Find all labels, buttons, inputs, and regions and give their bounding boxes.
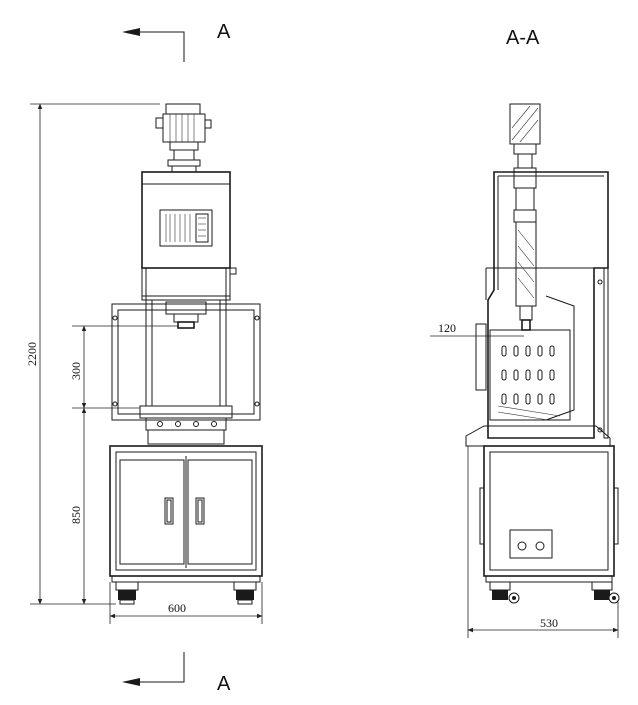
section-label-bottom: A [217, 673, 231, 695]
side-caster-left [489, 581, 520, 604]
dim-table-height-value: 850 [69, 506, 83, 524]
door-handle-right [195, 497, 205, 525]
dim-width-value: 600 [168, 601, 186, 615]
safety-guard [111, 303, 261, 421]
dim-stroke: 300 [69, 325, 178, 409]
press-cylinder [155, 103, 212, 173]
side-ram [513, 167, 537, 331]
dim-stroke-value: 300 [69, 362, 83, 380]
view-title: A-A [506, 27, 540, 49]
side-caster-right [591, 581, 620, 604]
press-ram [165, 301, 207, 329]
bolster-plate [139, 405, 233, 445]
section-marker-bottom: A [122, 652, 231, 695]
front-view: 2200 300 850 600 [25, 103, 263, 624]
door-handle-left [164, 497, 174, 525]
press-column [141, 171, 231, 269]
dim-total-height-value: 2200 [25, 342, 39, 366]
dim-total-height: 2200 [25, 103, 160, 605]
side-view: 120 530 [430, 103, 620, 638]
section-marker-top: A [122, 21, 231, 62]
side-cabinet [479, 445, 619, 583]
control-panel [159, 209, 213, 247]
dim-offset: 120 [430, 321, 524, 337]
side-frame [487, 171, 609, 439]
caster-right [233, 581, 257, 605]
dim-width: 600 [109, 582, 263, 624]
dim-table-height: 850 [69, 407, 87, 605]
dim-depth: 530 [467, 446, 619, 638]
side-guard [475, 295, 575, 421]
caster-left [115, 581, 139, 605]
dim-offset-value: 120 [438, 321, 456, 335]
side-cylinder [509, 103, 541, 169]
base-cabinet [109, 445, 263, 583]
dim-depth-value: 530 [540, 616, 558, 630]
section-label-top: A [217, 21, 231, 43]
side-control-box [509, 529, 553, 559]
